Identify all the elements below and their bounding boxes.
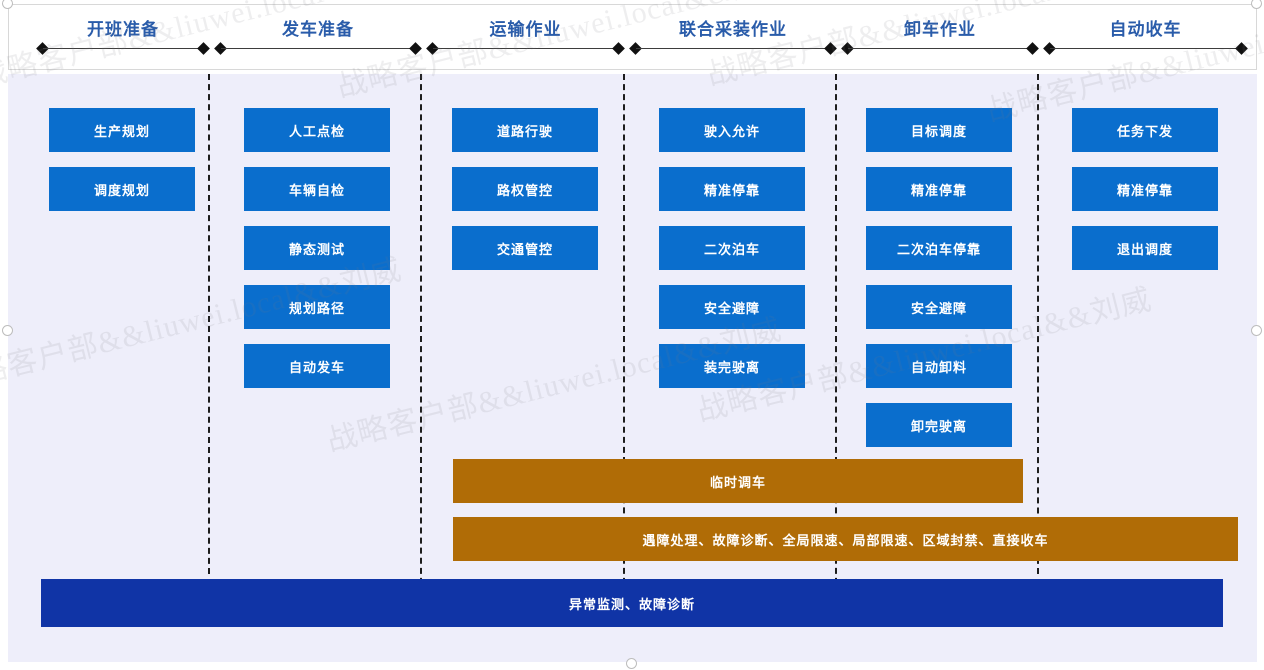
- column-divider: [835, 74, 837, 594]
- diamond-marker-right: [612, 42, 625, 55]
- process-step-box[interactable]: 安全避障: [659, 285, 805, 329]
- phase-arrow-icon: [426, 42, 625, 55]
- selection-handle-mid-right[interactable]: [1251, 325, 1262, 336]
- band-temporary-dispatch[interactable]: 临时调车: [453, 459, 1023, 503]
- band-monitoring[interactable]: 异常监测、故障诊断: [41, 579, 1223, 627]
- phase-label: 卸车作业: [904, 20, 976, 39]
- process-step-box[interactable]: 精准停靠: [866, 167, 1012, 211]
- phase-header-bar: 开班准备 发车准备 运输作业 联合采装作业 卸车作业 自动收车: [8, 4, 1257, 70]
- phase-container: 开班准备 发车准备 运输作业 联合采装作业 卸车作业 自动收车: [9, 5, 1256, 69]
- process-step-box[interactable]: 交通管控: [452, 226, 598, 270]
- process-step-box[interactable]: 自动发车: [244, 344, 390, 388]
- band-exception-handling[interactable]: 遇障处理、故障诊断、全局限速、局部限速、区域封禁、直接收车: [453, 517, 1238, 561]
- process-step-box[interactable]: 路权管控: [452, 167, 598, 211]
- diamond-marker-right: [409, 42, 422, 55]
- selection-handle-top-right[interactable]: [1251, 0, 1262, 9]
- selection-handle-mid-left[interactable]: [2, 325, 13, 336]
- phase-2[interactable]: 发车准备: [212, 5, 424, 71]
- process-step-box[interactable]: 退出调度: [1072, 226, 1218, 270]
- diamond-marker-right: [1235, 42, 1248, 55]
- process-step-box[interactable]: 卸完驶离: [866, 403, 1012, 447]
- arrow-line: [43, 48, 203, 49]
- process-step-box[interactable]: 静态测试: [244, 226, 390, 270]
- phase-label: 运输作业: [489, 20, 562, 39]
- process-step-box[interactable]: 精准停靠: [1072, 167, 1218, 211]
- column-divider: [1037, 74, 1039, 574]
- process-step-box[interactable]: 调度规划: [49, 167, 195, 211]
- phase-label: 自动收车: [1109, 20, 1182, 39]
- process-step-box[interactable]: 二次泊车: [659, 226, 805, 270]
- process-step-box[interactable]: 自动卸料: [866, 344, 1012, 388]
- arrow-line: [221, 48, 415, 49]
- process-step-box[interactable]: 安全避障: [866, 285, 1012, 329]
- phase-label: 发车准备: [282, 20, 354, 39]
- arrow-line: [1050, 48, 1241, 49]
- phase-arrow-icon: [629, 42, 837, 55]
- diamond-marker-right: [1026, 42, 1039, 55]
- column-divider: [208, 74, 210, 574]
- process-step-box[interactable]: 驶入允许: [659, 108, 805, 152]
- process-step-box[interactable]: 车辆自检: [244, 167, 390, 211]
- selection-handle-bottom-mid[interactable]: [626, 658, 637, 669]
- phase-1[interactable]: 开班准备: [34, 5, 212, 71]
- diamond-marker-right: [197, 42, 210, 55]
- process-step-box[interactable]: 生产规划: [49, 108, 195, 152]
- selection-handle-top-left[interactable]: [2, 0, 13, 9]
- process-step-box[interactable]: 道路行驶: [452, 108, 598, 152]
- phase-4[interactable]: 联合采装作业: [627, 5, 839, 71]
- process-step-box[interactable]: 精准停靠: [659, 167, 805, 211]
- arrow-line: [433, 48, 618, 49]
- process-panel: 生产规划调度规划 人工点检车辆自检静态测试规划路径自动发车 道路行驶路权管控交通管控…: [8, 74, 1257, 662]
- arrow-line: [636, 48, 830, 49]
- process-step-box[interactable]: 任务下发: [1072, 108, 1218, 152]
- process-step-box[interactable]: 规划路径: [244, 285, 390, 329]
- phase-3[interactable]: 运输作业: [424, 5, 627, 71]
- process-step-box[interactable]: 目标调度: [866, 108, 1012, 152]
- column-divider: [623, 74, 625, 594]
- process-step-box[interactable]: 二次泊车停靠: [866, 226, 1012, 270]
- phase-arrow-icon: [1043, 42, 1248, 55]
- phase-arrow-icon: [841, 42, 1039, 55]
- process-step-box[interactable]: 装完驶离: [659, 344, 805, 388]
- phase-arrow-icon: [36, 42, 210, 55]
- process-step-box[interactable]: 人工点检: [244, 108, 390, 152]
- phase-arrow-icon: [214, 42, 422, 55]
- phase-5[interactable]: 卸车作业: [839, 5, 1041, 71]
- column-divider: [420, 74, 422, 594]
- arrow-line: [848, 48, 1032, 49]
- phase-6[interactable]: 自动收车: [1041, 5, 1250, 71]
- diamond-marker-right: [824, 42, 837, 55]
- phase-label: 开班准备: [87, 20, 159, 39]
- phase-label: 联合采装作业: [679, 20, 787, 39]
